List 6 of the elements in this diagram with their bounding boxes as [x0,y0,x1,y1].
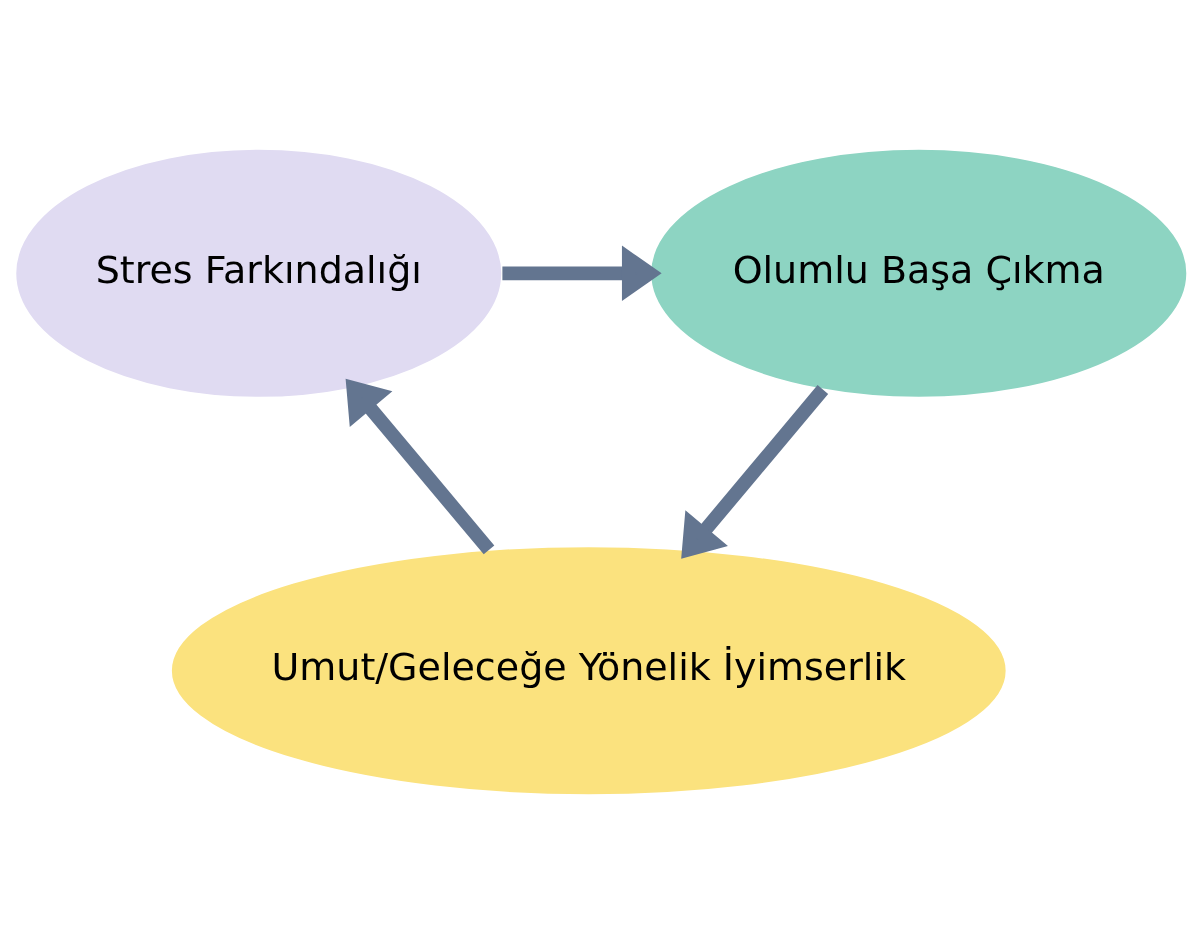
arrow [681,384,829,559]
arrow [502,245,662,301]
node-ellipse: Stres Farkındalığı [14,147,503,399]
node-ellipse: Umut/Geleceğe Yönelik İyimserlik [170,544,1008,796]
node-ellipse: Olumlu Başa Çıkma [649,147,1188,399]
arrow [345,378,495,554]
